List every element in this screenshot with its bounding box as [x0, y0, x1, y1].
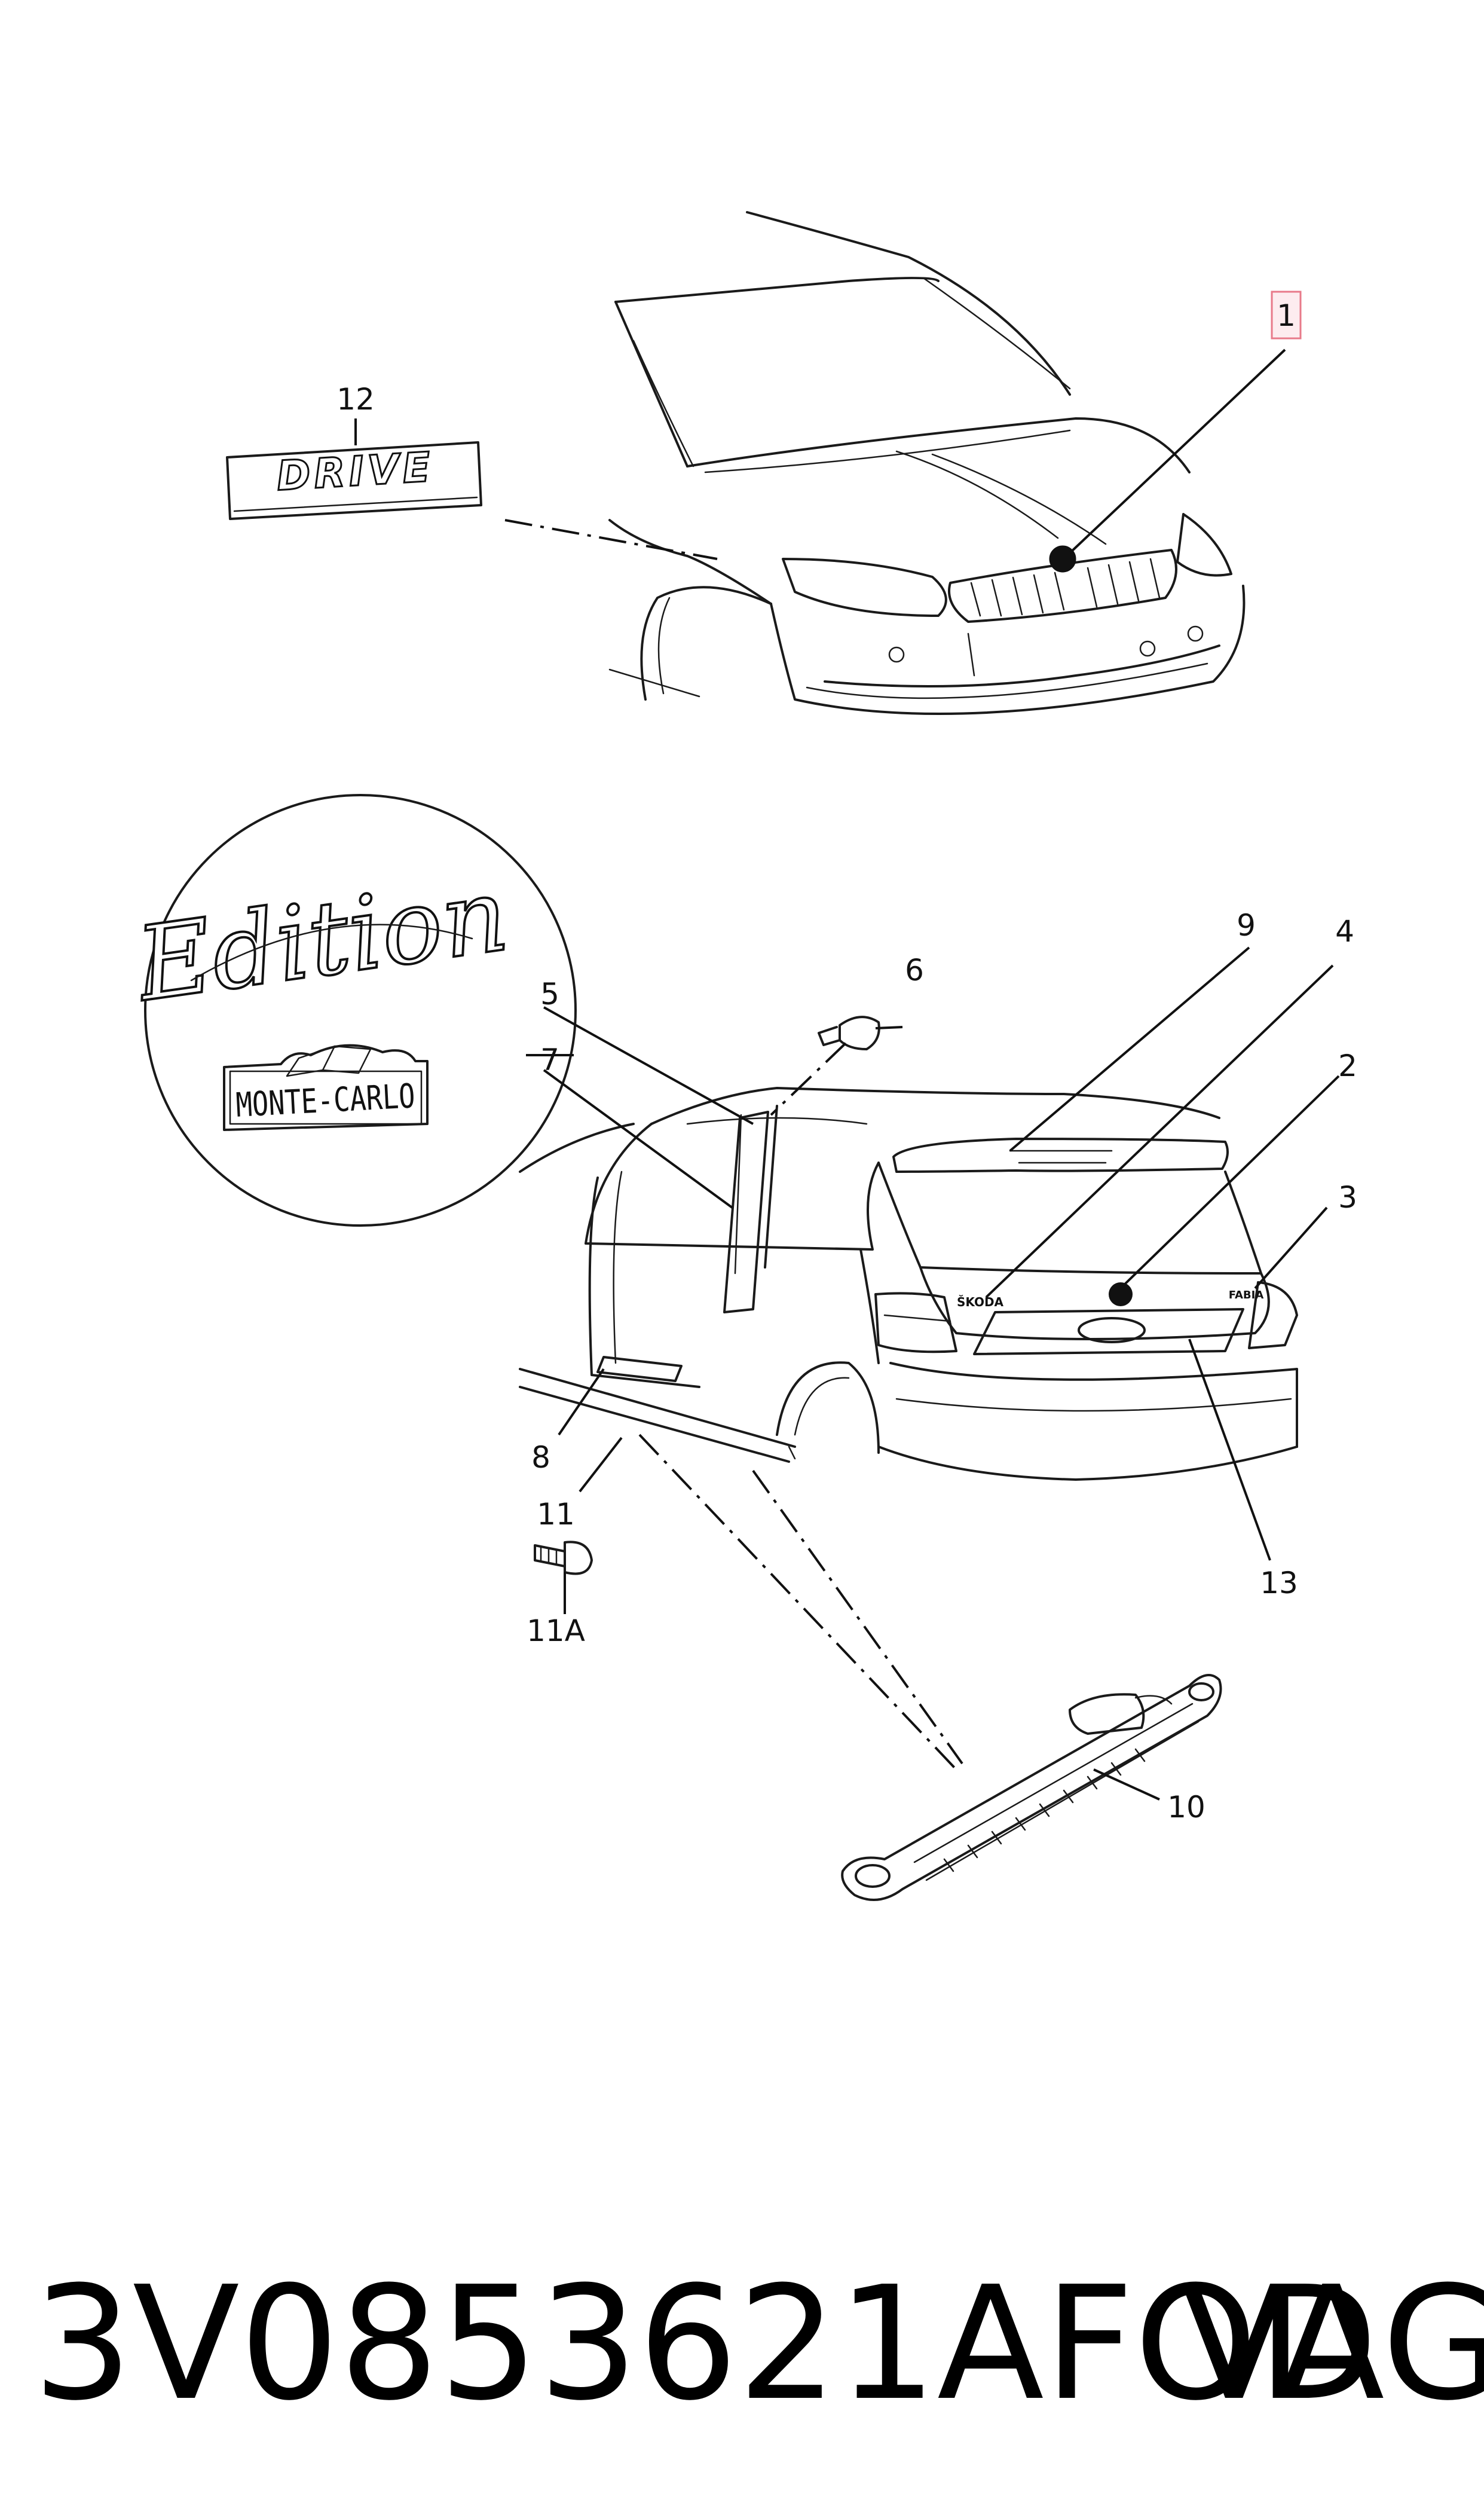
skoda-lettering: ŠKODA: [957, 1295, 1004, 1309]
front-car-drawing: [608, 211, 1246, 715]
bracket-part-10: [841, 1674, 1222, 1901]
brand-label: VAG: [1180, 2253, 1484, 2435]
callout-5[interactable]: 5: [540, 977, 559, 1012]
callout-10[interactable]: 10: [1167, 1790, 1205, 1825]
callout-12[interactable]: 12: [336, 382, 375, 417]
part-number: 3V0853621AFOD: [33, 2253, 1378, 2435]
callout-8[interactable]: 8: [531, 1440, 550, 1475]
callout-1[interactable]: 1: [1277, 298, 1296, 333]
callout-11a[interactable]: 11A: [527, 1614, 585, 1648]
callout-4[interactable]: 4: [1335, 914, 1354, 949]
monte-carlo-badge-text: MONTE-CARLO: [235, 1077, 416, 1125]
bolt-part-11a: [534, 1541, 593, 1575]
callout-3[interactable]: 3: [1338, 1180, 1357, 1215]
callout-13[interactable]: 13: [1260, 1566, 1298, 1600]
callout-7[interactable]: 7: [540, 1043, 559, 1077]
skoda-emblem-rear: [1109, 1282, 1133, 1306]
callout-2[interactable]: 2: [1338, 1049, 1357, 1083]
skoda-emblem-front: [1049, 545, 1076, 573]
leader-6-dashdot: [770, 1042, 847, 1116]
drive-badge-text: DRIVE: [276, 444, 435, 500]
leader-10-dashdot-a: [638, 1434, 957, 1771]
callout-6[interactable]: 6: [905, 953, 924, 988]
highlight-box-1: [1271, 291, 1302, 340]
callout-11[interactable]: 11: [537, 1497, 575, 1532]
badge-drive-group: DRIVE: [226, 441, 482, 520]
leader-10-dashdot-b: [752, 1469, 963, 1765]
callout-9[interactable]: 9: [1237, 908, 1256, 943]
fabia-lettering: FABIA: [1229, 1289, 1264, 1301]
clip-part-6: [818, 1016, 880, 1050]
leader-12-dashdot: [504, 519, 718, 560]
callout-leaders: [354, 349, 1340, 1801]
checkered-flag-icon: [286, 1045, 372, 1077]
emblem-detail-circle: Edition MONTE-CARLO: [127, 794, 577, 1227]
edition-badge-text: Edition: [128, 855, 515, 1025]
rear-car-drawing: ŠKODA FABIA: [519, 1087, 1298, 1481]
